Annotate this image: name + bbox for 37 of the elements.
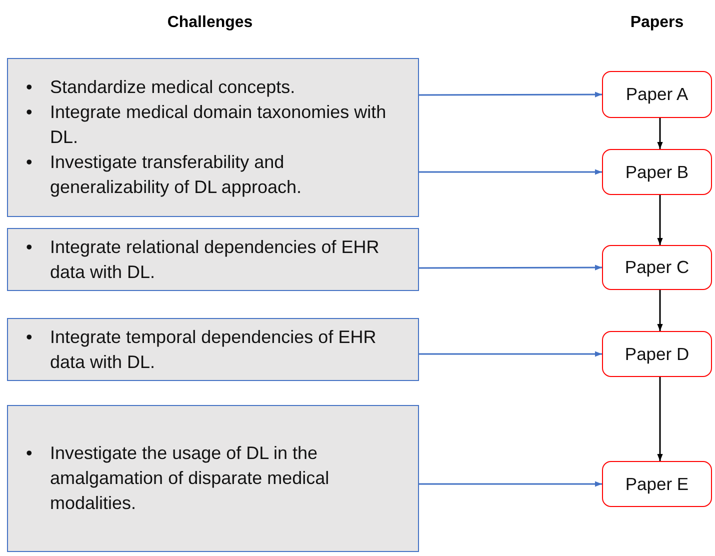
arrow — [657, 290, 663, 331]
challenge-box — [7, 405, 419, 552]
bullet-mark: • — [26, 101, 32, 124]
bullet-mark: • — [26, 326, 32, 348]
arrow — [657, 377, 663, 461]
arrow — [657, 118, 663, 149]
paper-box — [602, 245, 712, 290]
challenge-box — [7, 228, 419, 291]
challenge-box — [7, 58, 419, 217]
bullet-mark: • — [26, 76, 32, 99]
column-heading: Papers — [630, 14, 684, 32]
paper-label: Paper C — [624, 257, 690, 278]
paper-box — [602, 461, 712, 507]
paper-label: Paper E — [625, 474, 689, 494]
column-heading: Challenges — [167, 14, 253, 32]
paper-label: Paper D — [624, 344, 690, 364]
paper-box — [602, 331, 712, 377]
arrow — [419, 264, 602, 270]
paper-box — [602, 71, 712, 118]
bullet-mark: • — [26, 236, 32, 258]
arrow — [419, 92, 602, 98]
bullet-text: Investigate the usage of DL in the amalgamation of disparate medical modalities. — [50, 443, 330, 513]
paper-label: Paper A — [626, 84, 688, 105]
bullet-text: Integrate relational dependencies of EHR data with DL. — [50, 236, 380, 282]
paper-label: Paper B — [625, 162, 689, 182]
bullet-mark: • — [26, 151, 32, 174]
bullet-text: Investigate transferability and generalizability of DL approach. — [50, 152, 302, 197]
bullet-text: Standardize medical concepts. — [50, 77, 296, 97]
bullet-mark: • — [26, 442, 32, 465]
bullet-text: Integrate medical domain taxonomies with DL. — [50, 102, 386, 147]
arrow — [657, 195, 663, 245]
arrow — [419, 351, 602, 357]
paper-box — [602, 149, 712, 195]
bullet-text: Integrate temporal dependencies of EHR data with DL. — [50, 326, 376, 372]
arrow — [419, 481, 602, 487]
challenge-box — [7, 318, 419, 381]
arrow — [419, 169, 602, 175]
